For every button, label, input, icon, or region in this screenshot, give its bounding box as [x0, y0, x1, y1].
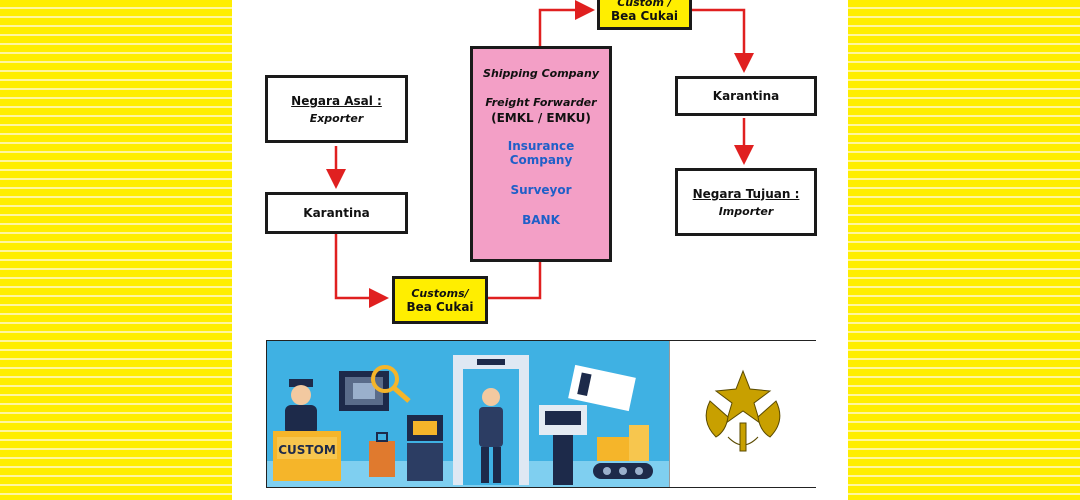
arrow-customs-top-to-karantina — [692, 8, 754, 73]
surveyor-label: Surveyor — [510, 183, 572, 197]
right-striped-border — [848, 0, 1080, 500]
insurance-label-2: Company — [509, 153, 573, 167]
destination-importer-box: Negara Tujuan : Importer — [675, 168, 817, 236]
customs-officer-icon — [285, 379, 317, 435]
counter-label: CUSTOM — [278, 443, 336, 457]
customs-top-line2: Bea Cukai — [610, 9, 679, 23]
boarding-pass-icon — [568, 364, 636, 412]
emkl-emku-label: (EMKL / EMKU) — [491, 111, 591, 125]
origin-exporter-box: Negara Asal : Exporter — [265, 75, 408, 143]
karantina-right-box: Karantina — [675, 76, 817, 116]
karantina-left-box: Karantina — [265, 192, 408, 234]
baggage-carousel-icon — [593, 425, 653, 479]
arrow-middle-to-customs-top — [538, 0, 595, 46]
customs-left-box: Customs/ Bea Cukai — [392, 276, 488, 324]
xray-monitor-icon — [339, 371, 389, 411]
customs-top-line1: Custom / — [617, 0, 672, 9]
customs-emblem — [669, 341, 816, 487]
origin-subtitle: Exporter — [309, 111, 364, 125]
customs-left-line2: Bea Cukai — [406, 299, 474, 314]
magnifier-icon — [371, 365, 411, 403]
destination-title: Negara Tujuan : — [692, 186, 800, 201]
karantina-left-label: Karantina — [303, 206, 370, 220]
insurance-label-1: Insurance — [507, 139, 575, 153]
customs-top-box: Custom / Bea Cukai — [597, 0, 692, 30]
custom-counter-icon: CUSTOM — [273, 431, 341, 481]
destination-subtitle: Importer — [718, 204, 774, 218]
origin-title: Negara Asal : — [291, 93, 382, 108]
control-tower-icon — [539, 405, 587, 485]
left-striped-border — [0, 0, 232, 500]
bank-label: BANK — [522, 213, 560, 227]
shipping-company-label: Shipping Company — [483, 67, 599, 80]
customs-illustration-strip: CUSTOM — [266, 340, 816, 488]
arrow-customs-to-middle — [488, 262, 542, 300]
scanner-machine-icon — [407, 415, 443, 481]
service-providers-box: Shipping Company Freight Forwarder (EMKL… — [470, 46, 612, 262]
karantina-right-label: Karantina — [712, 89, 780, 103]
freight-forwarder-label: Freight Forwarder — [485, 96, 597, 109]
traveler-icon — [479, 388, 503, 483]
luggage-icon — [369, 432, 395, 477]
arrow-karantina-to-customs — [334, 234, 389, 308]
customs-left-line1: Customs/ — [411, 286, 469, 300]
airport-customs-illustration: CUSTOM — [267, 341, 669, 487]
bea-cukai-emblem-icon — [705, 369, 781, 452]
